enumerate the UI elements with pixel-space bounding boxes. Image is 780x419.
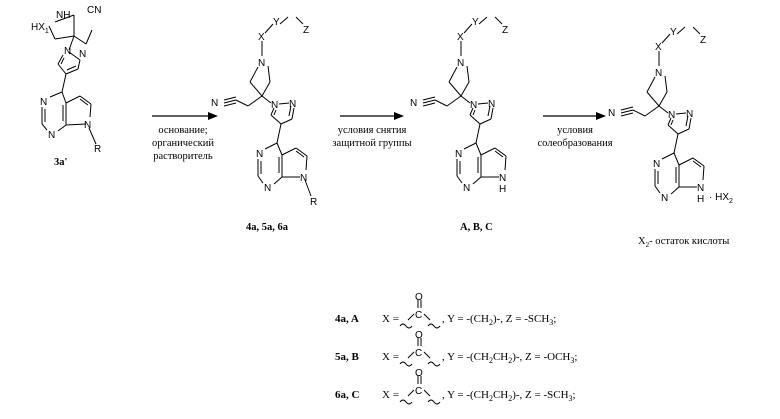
compound-3a-prime: NH HX1 CN N N N N N R 3a': [31, 5, 101, 168]
legend-id: 5a, B: [335, 351, 360, 363]
compound-label: A, B, C: [460, 222, 493, 233]
atom-n: N: [608, 108, 615, 119]
condition-line: растворитель: [153, 151, 213, 162]
atom-n: N: [653, 159, 660, 170]
atom-x: X: [655, 42, 662, 53]
atom-n: N: [655, 68, 662, 79]
compound-deprotected: X Y Z N N N N N N N H A, B, C: [410, 17, 508, 233]
legend-id: 4a, A: [335, 313, 359, 325]
atom-n: N: [457, 58, 464, 69]
atom-n: N: [470, 100, 477, 111]
reaction-arrow-2: условия снятия защитной группы: [332, 112, 411, 149]
atom-hx1: HX1: [31, 22, 49, 35]
legend-x-eq: X =: [382, 313, 399, 325]
atom-n: N: [211, 98, 218, 109]
condition-line: органический: [152, 138, 214, 149]
carbonyl-fragment: C O: [400, 368, 440, 404]
atom-cn: CN: [87, 5, 101, 16]
carbonyl-fragment: C O: [400, 292, 440, 328]
atom-o: O: [415, 292, 423, 303]
condition-line: солеобразования: [537, 138, 612, 149]
atom-h: H: [697, 194, 704, 205]
legend-x-eq: X =: [382, 389, 399, 401]
atom-nh: NH: [56, 10, 70, 21]
condition-line: защитной группы: [332, 138, 411, 149]
atom-x: X: [258, 32, 265, 43]
atom-c: C: [415, 310, 422, 321]
compound-label: 3a': [54, 157, 68, 168]
atom-n: N: [686, 109, 693, 120]
legend-yz: , Y = -(CH2CH2)-, Z = -OCH3;: [442, 351, 577, 365]
atom-hx2: · HX2: [709, 192, 733, 205]
condition-line: условия снятия: [338, 125, 407, 136]
compound-label: 4a, 5a, 6a: [246, 222, 289, 233]
legend-row-6a-c: 6a, C X = C O , Y = -(CH2CH2)-, Z = -SCH…: [335, 368, 576, 404]
atom-z: Z: [700, 35, 706, 46]
atom-n: N: [455, 149, 462, 160]
atom-n: N: [264, 183, 271, 194]
atom-n: N: [499, 173, 506, 184]
compound-protected: X Y Z N N N N N N N R 4a, 5a, 6a: [211, 17, 317, 233]
atom-o: O: [415, 368, 423, 379]
atom-n: N: [463, 183, 470, 194]
salt-caption: X2- остаток кислоты: [638, 236, 729, 249]
condition-line: условия: [557, 125, 593, 136]
atom-n: N: [488, 99, 495, 110]
atom-y: Y: [670, 27, 677, 38]
atom-y: Y: [273, 17, 280, 28]
atom-h: H: [499, 184, 506, 195]
atom-n: N: [40, 97, 47, 108]
atom-c: C: [415, 348, 422, 359]
atom-n: N: [64, 46, 71, 57]
atom-z: Z: [303, 25, 309, 36]
atom-n: N: [300, 173, 307, 184]
atom-x: X: [457, 32, 464, 43]
atom-n: N: [256, 149, 263, 160]
atom-n: N: [258, 58, 265, 69]
atom-y: Y: [472, 17, 479, 28]
reaction-arrow-3: условия солеобразования: [537, 112, 612, 149]
atom-n: N: [697, 183, 704, 194]
atom-o: O: [415, 330, 423, 341]
atom-n: N: [48, 130, 55, 141]
atom-c: C: [415, 386, 422, 397]
legend-yz: , Y = -(CH2)-, Z = -SCH3;: [442, 313, 556, 327]
atom-r: R: [310, 197, 317, 208]
legend-yz: , Y = -(CH2CH2)-, Z = -SCH3;: [442, 389, 576, 403]
compound-salt: X Y Z N N N N N N N H · HX2 X2- остаток …: [608, 27, 733, 249]
atom-n: N: [271, 100, 278, 111]
legend-row-4a-a: 4a, A X = C O , Y = -(CH2)-, Z = -SCH3;: [335, 292, 556, 328]
atom-n: N: [84, 120, 91, 131]
carbonyl-fragment: C O: [400, 330, 440, 366]
atom-n: N: [661, 193, 668, 204]
atom-r: R: [94, 144, 101, 155]
atom-n: N: [79, 49, 86, 60]
legend-id: 6a, C: [335, 389, 360, 401]
legend-x-eq: X =: [382, 351, 399, 363]
atom-n: N: [410, 98, 417, 109]
legend-row-5a-b: 5a, B X = C O , Y = -(CH2CH2)-, Z = -OCH…: [335, 330, 577, 366]
reaction-arrow-1: основание; органический растворитель: [152, 112, 218, 162]
atom-n: N: [668, 110, 675, 121]
condition-line: основание;: [158, 125, 207, 136]
atom-z: Z: [502, 25, 508, 36]
atom-n: N: [289, 99, 296, 110]
